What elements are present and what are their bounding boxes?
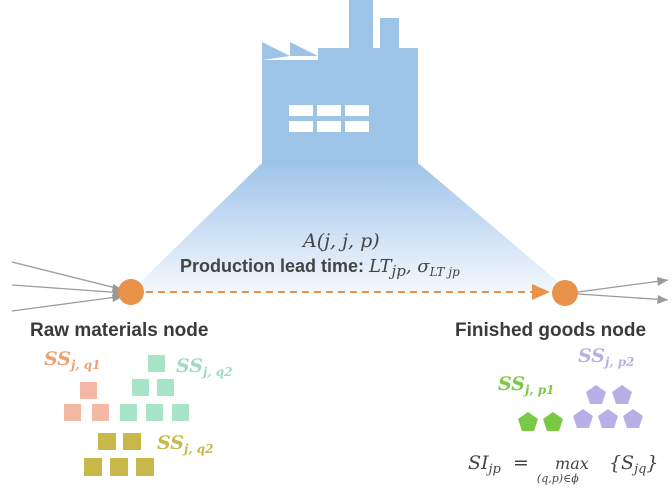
outgoing-arrows: [577, 277, 669, 304]
stock-label-q2-mint: SSj, q2: [176, 355, 233, 379]
stock-label-p2: SSj, p2: [578, 345, 635, 369]
finished-goods-label: Finished goods node: [455, 320, 647, 341]
incoming-arrows: [11, 261, 125, 312]
stock-blocks-q1: [64, 382, 109, 421]
raw-materials-node: [118, 279, 144, 305]
factory-icon: [262, 0, 418, 165]
lead-time-prefix: Production lead time:: [180, 256, 365, 276]
stock-pentagons-p2: [573, 385, 643, 428]
safety-inventory-formula: SIjp = max (q,p)∈ϕ {Sjq}: [468, 452, 659, 485]
stock-pentagons-p1: [518, 412, 563, 431]
stock-label-p1: SSj, p1: [498, 373, 555, 397]
lead-time-symbol: LTjp, σLT jp: [369, 256, 460, 280]
lead-time-label: Production lead time: LTjp, σLT jp: [180, 256, 460, 280]
finished-goods-node: [552, 280, 578, 306]
production-cone: [130, 163, 570, 292]
raw-materials-label: Raw materials node: [30, 320, 209, 341]
function-label: A(j, j, p): [303, 230, 380, 252]
stock-label-q1: SSj, q1: [44, 348, 101, 372]
stock-label-q2-olive: SSj, q2: [157, 432, 214, 456]
stock-blocks-q2-mint: [120, 355, 189, 421]
stock-blocks-q2-olive: [84, 433, 154, 476]
